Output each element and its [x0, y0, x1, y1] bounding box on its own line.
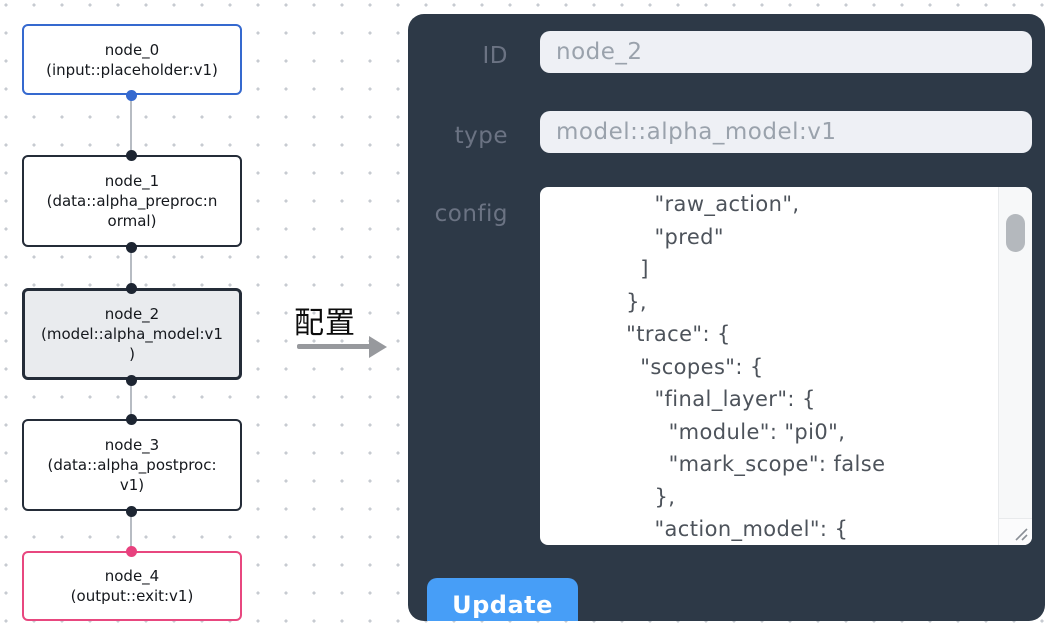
handle-node_2-top[interactable] [126, 283, 137, 294]
configure-label: 配置 [294, 306, 356, 341]
config-json-text[interactable]: "raw_action", "pred" ] }, "trace": { "sc… [626, 192, 886, 541]
type-field-label: type [454, 123, 508, 149]
flow-canvas[interactable]: node_0 (input::placeholder:v1) node_1 (d… [0, 0, 408, 643]
handle-node_0-bottom[interactable] [126, 90, 137, 101]
handle-node_3-bottom[interactable] [126, 506, 137, 517]
right-arrow-icon [297, 344, 372, 349]
config-textarea[interactable]: "raw_action", "pred" ] }, "trace": { "sc… [540, 187, 1032, 545]
id-field-label: ID [482, 43, 508, 69]
config-scrollbar-thumb[interactable] [1006, 214, 1025, 252]
flow-node-node_3[interactable]: node_3 (data::alpha_postproc: v1) [22, 419, 242, 511]
config-field-label: config [434, 201, 508, 227]
resize-handle-icon[interactable] [998, 518, 1032, 545]
handle-node_1-top[interactable] [126, 150, 137, 161]
update-button[interactable]: Update [427, 578, 578, 621]
right-arrow-head-icon [369, 336, 387, 358]
flow-node-node_0[interactable]: node_0 (input::placeholder:v1) [22, 24, 242, 95]
handle-node_4-top[interactable] [126, 546, 137, 557]
handle-node_1-bottom[interactable] [126, 242, 137, 253]
config-scrollbar[interactable] [998, 187, 1032, 518]
flow-node-node_1[interactable]: node_1 (data::alpha_preproc:n ormal) [22, 155, 242, 247]
handle-node_3-top[interactable] [126, 414, 137, 425]
type-input[interactable] [540, 111, 1032, 153]
flow-node-node_2-selected[interactable]: node_2 (model::alpha_model:v1 ) [22, 288, 242, 380]
flow-node-node_4[interactable]: node_4 (output::exit:v1) [22, 551, 242, 621]
node-config-panel: ID type config "raw_action", "pred" ] },… [408, 14, 1045, 621]
id-input[interactable] [540, 31, 1032, 73]
handle-node_2-bottom[interactable] [126, 375, 137, 386]
